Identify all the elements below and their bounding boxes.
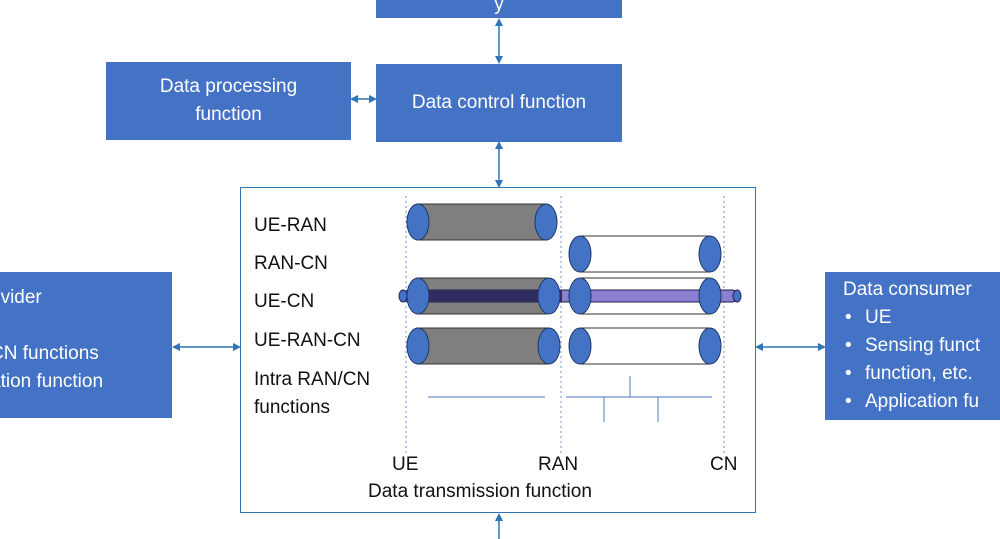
data-consumer-box: Data consumer UE Sensing funct function,… <box>825 272 1000 420</box>
data-control-function-label: Data control function <box>411 92 587 113</box>
row-label-ue-ran-cn: UE-RAN-CN <box>254 330 361 351</box>
data-provider-line3: ation function <box>0 371 104 392</box>
data-transmission-function-title: Data transmission function <box>368 481 592 502</box>
row-label-intra-ran-cn: Intra RAN/CN <box>254 369 371 390</box>
pipe-ran-cn <box>568 235 722 273</box>
row-label-ran-cn: RAN-CN <box>254 253 328 274</box>
data-provider-line2: CN functions <box>0 343 99 364</box>
endpoint-label-ue: UE <box>392 454 419 475</box>
data-consumer-item: Sensing funct <box>843 332 1000 360</box>
pipe-ue-ran-cn <box>406 327 722 365</box>
data-consumer-list: UE Sensing funct function, etc. Applicat… <box>843 304 1000 416</box>
data-provider-line1: ovider <box>0 287 42 308</box>
top-function-label: y <box>494 0 504 15</box>
data-consumer-item: function, etc. <box>843 360 1000 388</box>
row-label-ue-ran: UE-RAN <box>254 215 327 236</box>
row-label-ue-cn: UE-CN <box>254 291 315 312</box>
intra-ran-cn-lines <box>428 376 712 422</box>
endpoint-label-cn: CN <box>710 454 738 475</box>
data-processing-function-box: Data processing function <box>106 62 351 140</box>
pipe-ue-cn <box>398 277 742 315</box>
data-control-function-box: Data control function <box>376 64 622 142</box>
data-processing-function-label: Data processing function <box>159 76 298 125</box>
data-consumer-title: Data consumer <box>843 279 972 300</box>
data-provider-box: ovider CN functions ation function <box>0 272 172 418</box>
endpoint-label-ran: RAN <box>538 454 579 475</box>
row-label-functions: functions <box>254 397 331 418</box>
data-consumer-item: UE <box>843 304 1000 332</box>
data-consumer-item: Application fu <box>843 388 1000 416</box>
top-function-box: y <box>376 0 622 18</box>
pipe-ue-ran <box>406 203 558 241</box>
